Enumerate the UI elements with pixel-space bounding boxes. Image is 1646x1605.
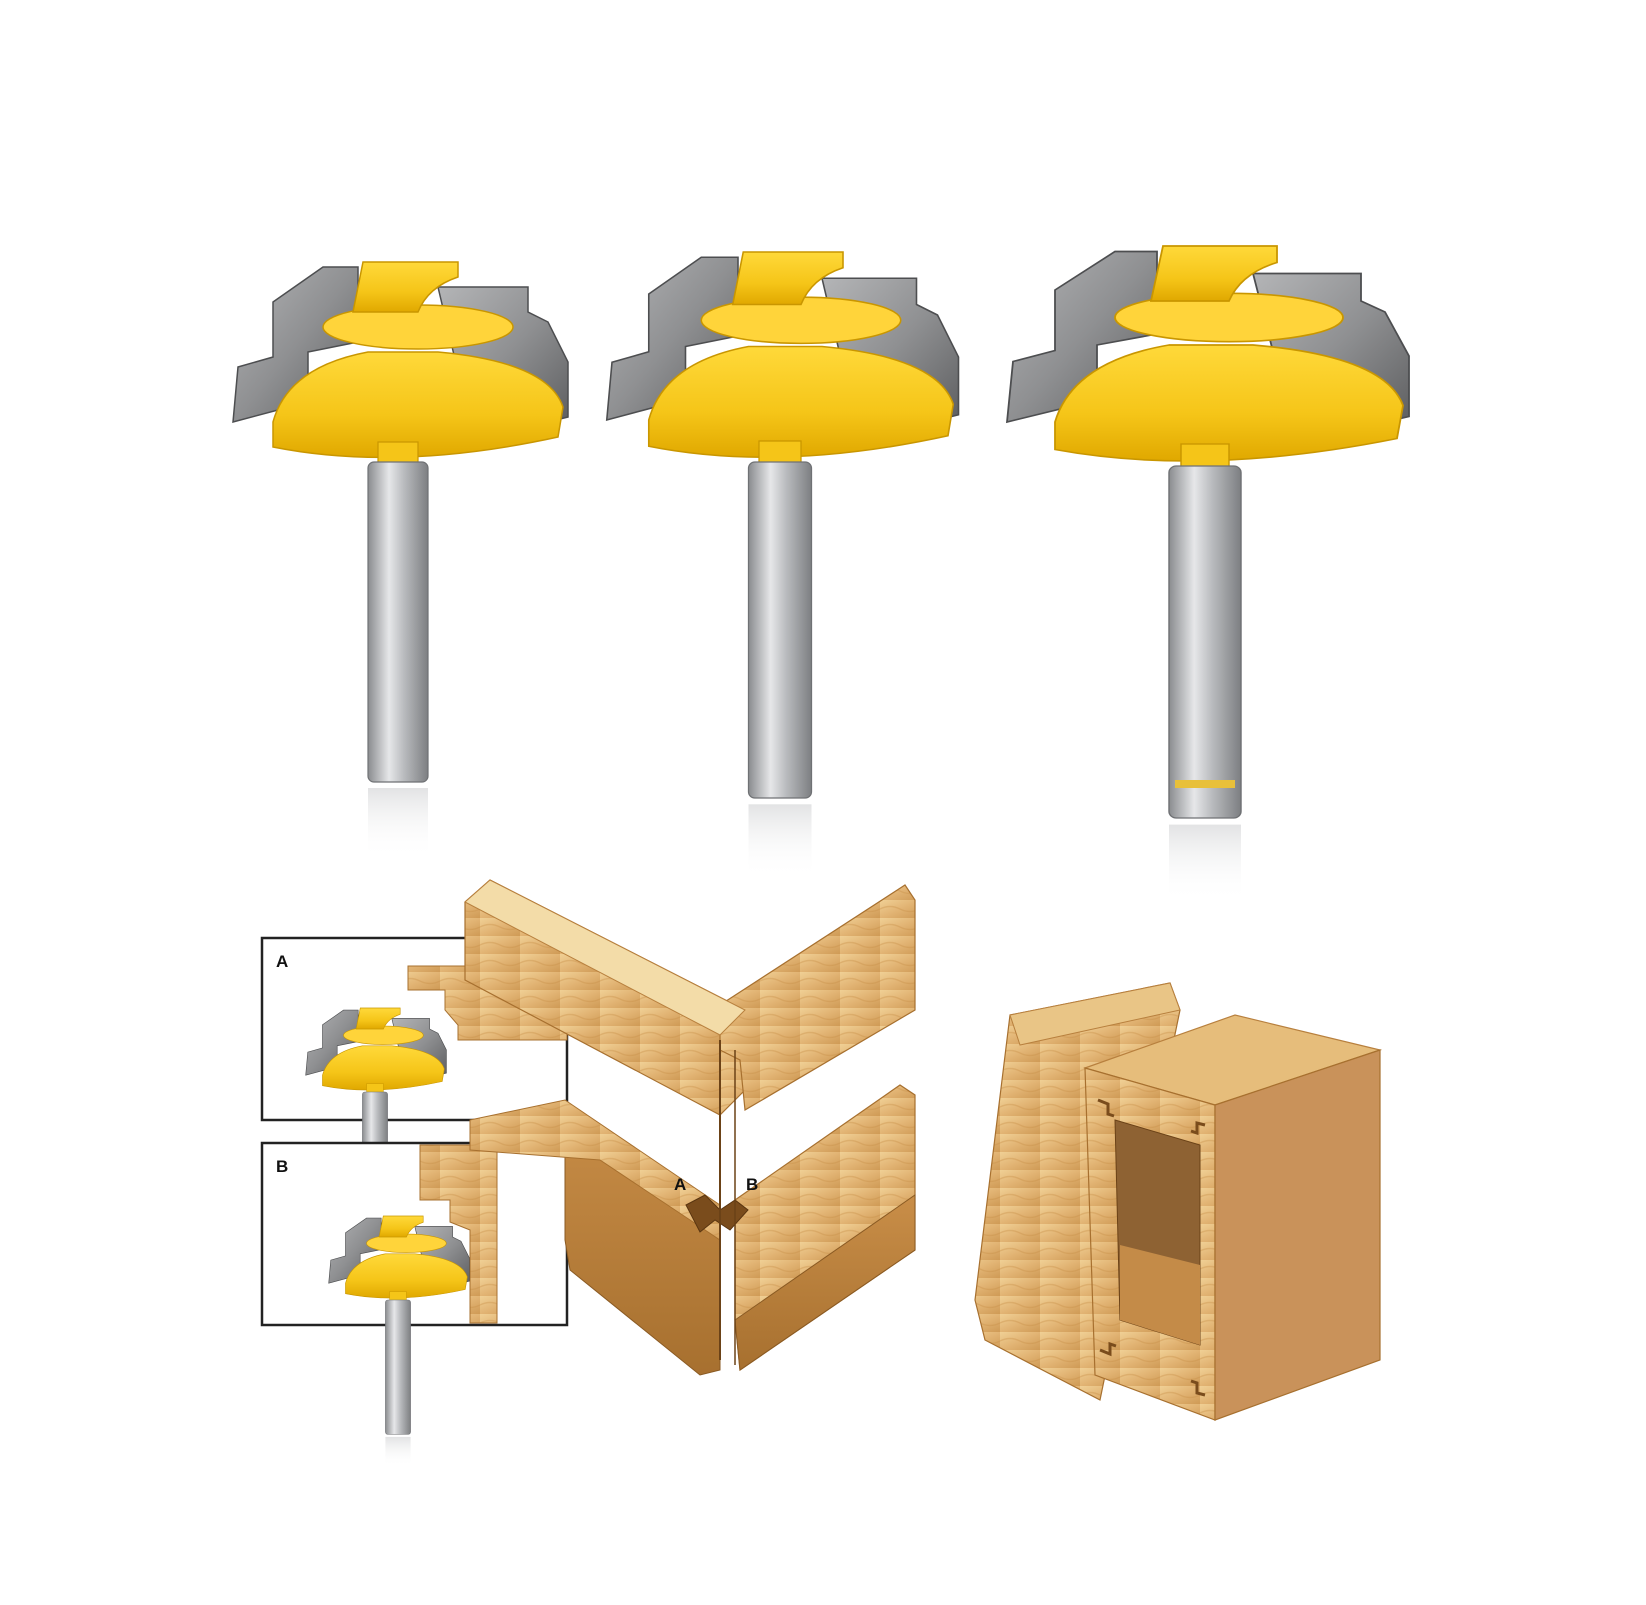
wood-joint-icon: A B xyxy=(464,879,916,1376)
router-bit-large xyxy=(1006,245,1410,903)
joint-b-label: B xyxy=(746,1175,758,1194)
inset-a-label: A xyxy=(276,952,288,971)
wood-box-icon xyxy=(974,982,1383,1421)
inset-b: B xyxy=(260,1141,569,1467)
joint-a-label: A xyxy=(674,1175,686,1194)
inset-b-label: B xyxy=(276,1157,288,1176)
shank-tip xyxy=(1175,780,1235,788)
